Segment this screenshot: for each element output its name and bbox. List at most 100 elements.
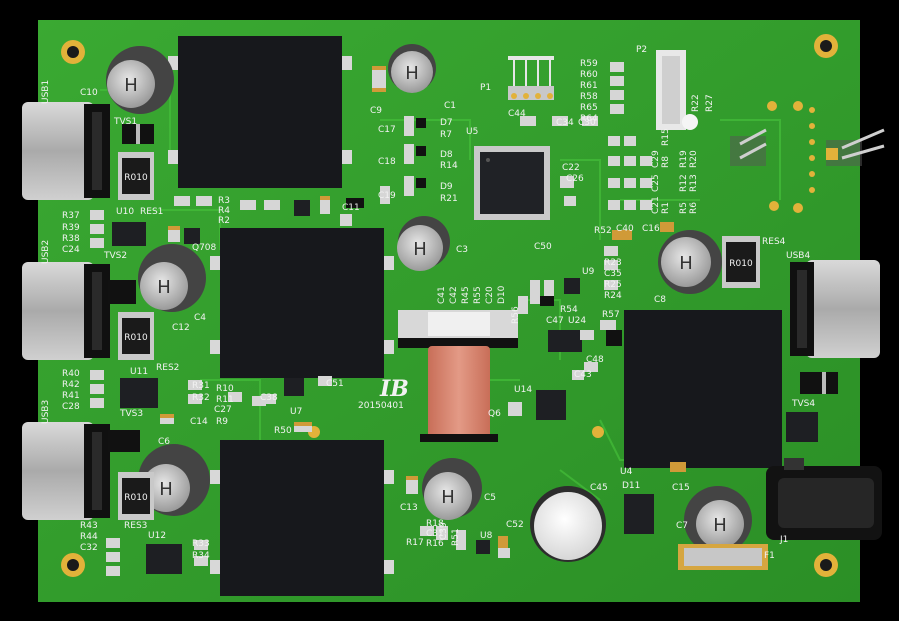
shunt1-value: R010 xyxy=(124,173,148,183)
label-res2: RES2 xyxy=(156,363,179,373)
label-c29: C29 xyxy=(651,150,661,168)
label-c13: C13 xyxy=(400,503,418,513)
usb4-connector xyxy=(790,260,880,358)
label-r13: R13 xyxy=(689,174,699,192)
label-c6: C6 xyxy=(158,437,170,447)
label-tvs3: TVS3 xyxy=(119,409,143,419)
label-d9: D9 xyxy=(440,182,453,192)
label-r24: R24 xyxy=(604,291,622,301)
shunt2-value: R010 xyxy=(124,333,148,343)
label-r25: R25 xyxy=(604,280,622,290)
label-r34: R34 xyxy=(192,551,210,561)
label-c16: C16 xyxy=(642,224,660,234)
label-r12: R12 xyxy=(679,174,689,192)
label-c11: C11 xyxy=(342,203,360,213)
label-tvs4: TVS4 xyxy=(791,399,815,409)
label-tvs1: TVS1 xyxy=(113,117,137,127)
label-c50: C50 xyxy=(534,242,552,252)
label-r54: R54 xyxy=(560,305,578,315)
label-c18: C18 xyxy=(378,157,396,167)
label-r14: R14 xyxy=(440,161,458,171)
electrolytic-capacitors xyxy=(106,44,752,562)
label-u12: U12 xyxy=(148,531,166,541)
label-u5: U5 xyxy=(466,127,478,137)
label-d8: D8 xyxy=(440,150,453,160)
label-c41: C41 xyxy=(437,286,447,304)
label-r33: R33 xyxy=(192,539,210,549)
label-tvs2: TVS2 xyxy=(103,251,127,261)
cap-c3-marking: H xyxy=(413,239,427,260)
label-c19: C19 xyxy=(378,191,396,201)
label-u14: U14 xyxy=(514,385,532,395)
small-ics xyxy=(112,200,818,574)
label-c30: C30 xyxy=(578,118,596,128)
label-c21: C21 xyxy=(651,196,661,214)
cap-c5-marking: H xyxy=(441,487,455,508)
label-r44: R44 xyxy=(80,532,98,542)
label-res3: RES3 xyxy=(124,521,147,531)
label-usb2: USB2 xyxy=(41,240,51,264)
large-inductors xyxy=(168,36,782,596)
label-c52: C52 xyxy=(506,520,524,530)
label-c32: C32 xyxy=(80,543,98,553)
mounting-holes xyxy=(61,34,838,577)
board-logo: IB 20150401 xyxy=(358,376,409,411)
label-c45: C45 xyxy=(590,483,608,493)
label-r19: R19 xyxy=(679,150,689,168)
label-r7: R7 xyxy=(440,130,452,140)
label-r16: R16 xyxy=(426,539,444,549)
label-usb4: USB4 xyxy=(786,251,810,261)
label-c48: C48 xyxy=(586,355,604,365)
label-r55: R55 xyxy=(473,286,483,304)
cap-c1-marking: H xyxy=(405,63,419,84)
date-code: 20150401 xyxy=(358,401,404,411)
label-c10: C10 xyxy=(80,88,98,98)
label-r32: R32 xyxy=(192,393,210,403)
label-res1: RES1 xyxy=(140,207,163,217)
silkscreen-labels: USB1 USB2 USB3 USB4 C10 TVS1 U10 RES1 R3… xyxy=(41,45,815,561)
label-c31: C31 xyxy=(426,529,444,539)
smd-passives xyxy=(90,62,686,576)
usb3-connector xyxy=(22,422,110,520)
label-r58: R58 xyxy=(580,92,598,102)
label-r6: R6 xyxy=(689,202,699,214)
label-r3: R3 xyxy=(218,196,230,206)
label-c20: C20 xyxy=(485,286,495,304)
label-r37: R37 xyxy=(62,211,80,221)
cap-c8-marking: H xyxy=(679,253,693,274)
label-c14: C14 xyxy=(190,417,208,427)
label-c39: C39 xyxy=(439,522,449,540)
label-r5: R5 xyxy=(679,202,689,214)
label-q6: Q6 xyxy=(488,409,501,419)
cap-c6-marking: H xyxy=(159,479,173,500)
label-usb1: USB1 xyxy=(41,80,51,104)
label-r18: R18 xyxy=(426,519,444,529)
label-c38: C38 xyxy=(260,393,278,403)
label-res4: RES4 xyxy=(762,237,786,247)
label-r52: R52 xyxy=(594,226,612,236)
label-r15: R15 xyxy=(661,128,671,146)
label-c24: C24 xyxy=(62,245,80,255)
label-u7: U7 xyxy=(290,407,302,417)
label-j1: J1 xyxy=(779,535,788,545)
label-c8: C8 xyxy=(654,295,666,305)
label-c12: C12 xyxy=(172,323,190,333)
label-r31: R31 xyxy=(192,381,210,391)
label-r60: R60 xyxy=(580,70,598,80)
label-r40: R40 xyxy=(62,369,80,379)
label-c5: C5 xyxy=(484,493,496,503)
label-u10: U10 xyxy=(116,207,134,217)
label-r10: R10 xyxy=(216,384,234,394)
label-r27: R27 xyxy=(705,94,715,112)
label-r61: R61 xyxy=(580,81,598,91)
label-c34: C34 xyxy=(556,118,574,128)
label-c28: C28 xyxy=(62,402,80,412)
header-p1 xyxy=(508,56,554,100)
dc-jack xyxy=(766,458,882,540)
label-c44: C44 xyxy=(508,109,526,119)
label-p2: P2 xyxy=(636,45,647,55)
label-r65: R65 xyxy=(580,103,598,113)
label-c22: C22 xyxy=(562,163,580,173)
label-r17: R17 xyxy=(406,538,424,548)
